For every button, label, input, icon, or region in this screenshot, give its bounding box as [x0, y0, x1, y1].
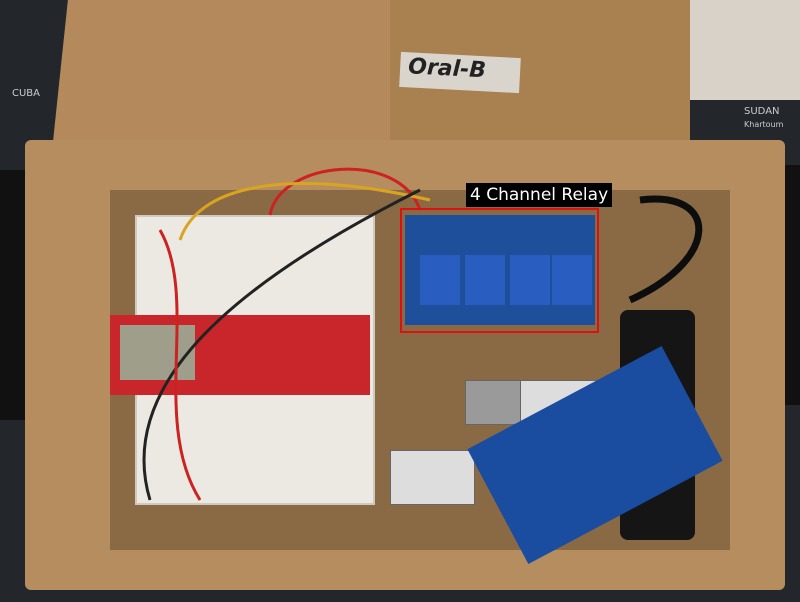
relay-highlight-box	[400, 208, 599, 333]
relay-4	[552, 255, 592, 305]
esp32-module	[120, 325, 195, 380]
terminal-block	[390, 450, 475, 505]
map-label-sudan: SUDAN	[744, 106, 780, 117]
map-label-khartoum: Khartoum	[744, 120, 784, 129]
relay-2	[465, 255, 505, 305]
relay-3	[510, 255, 550, 305]
relay-annotation-label: 4 Channel Relay	[466, 183, 613, 207]
relay-1	[420, 255, 460, 305]
map-label-cuba: CUBA	[12, 88, 41, 99]
wago-connector	[465, 380, 525, 425]
paper-sheet	[690, 0, 800, 100]
